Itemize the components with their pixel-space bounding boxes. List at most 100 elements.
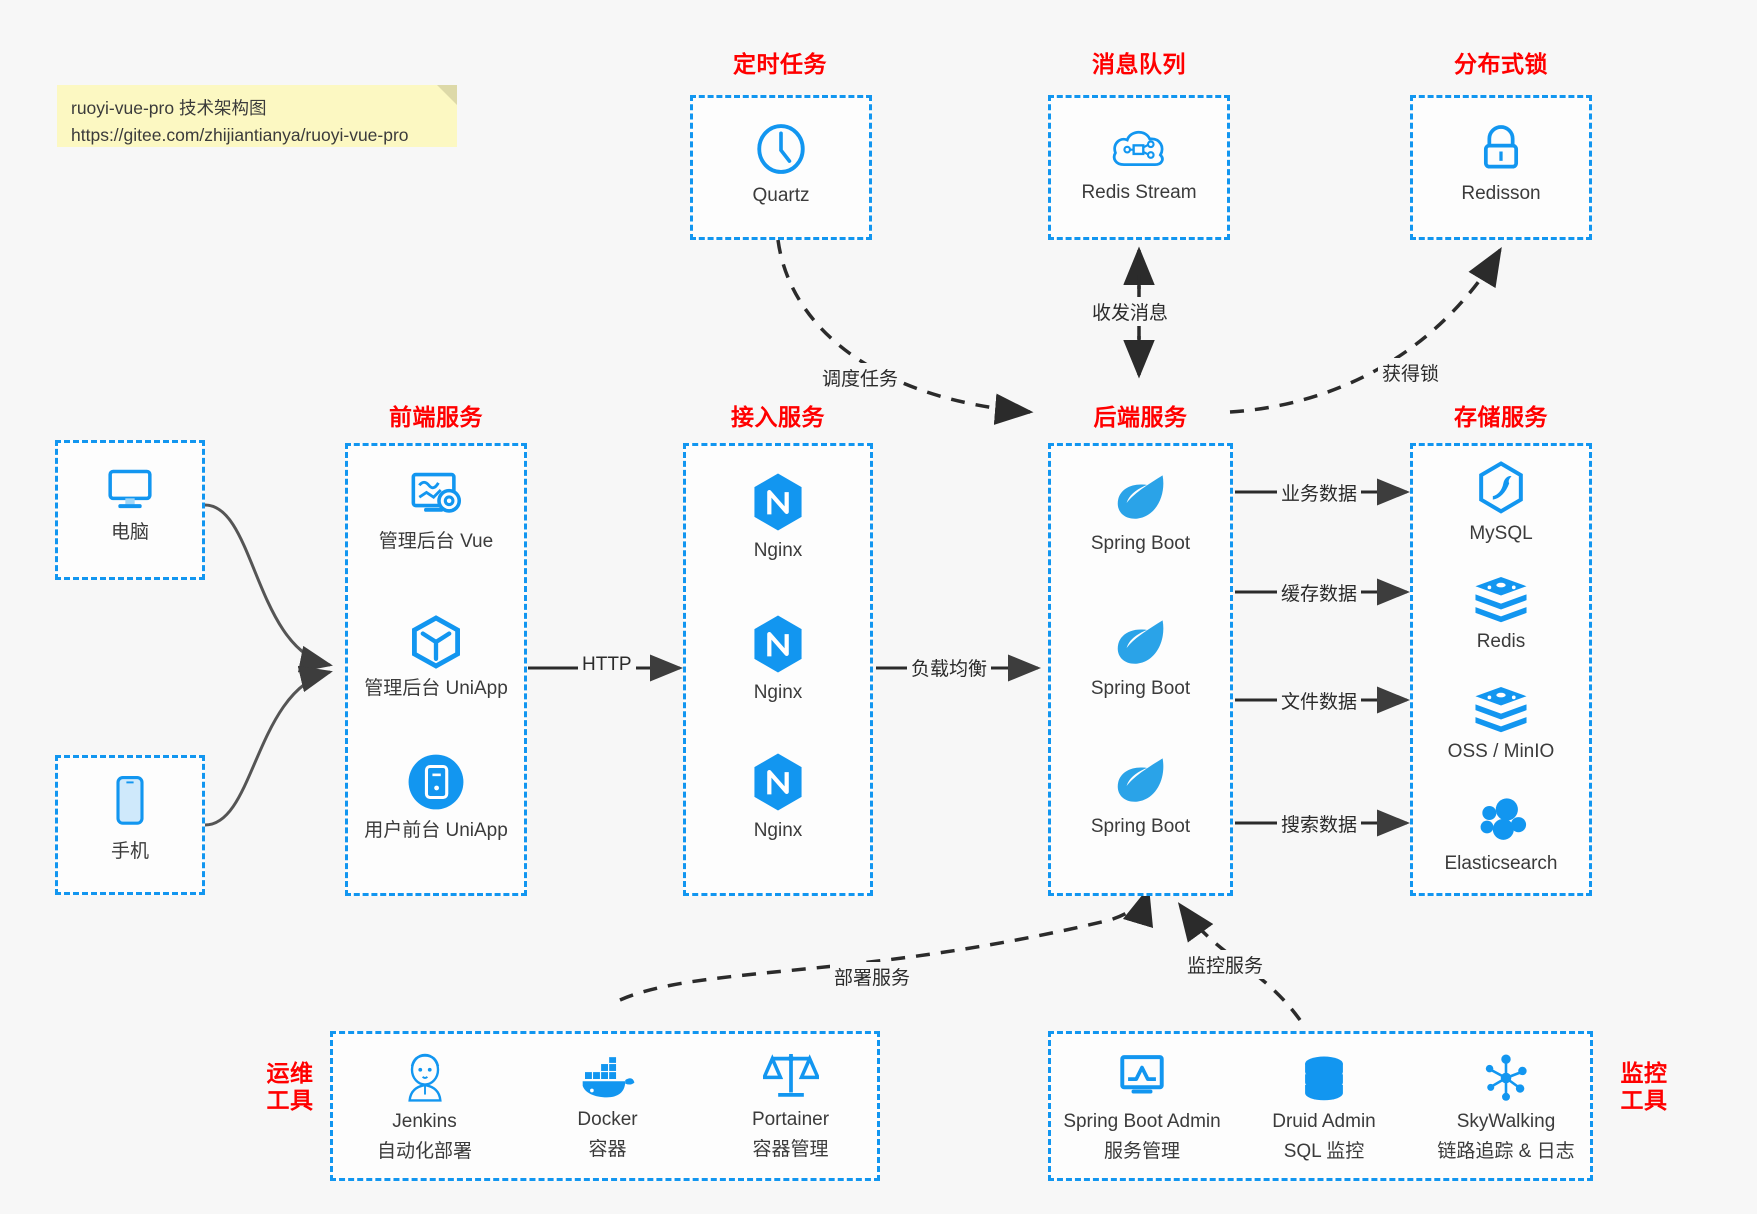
node-docker[interactable]: Docker 容器: [516, 1056, 699, 1162]
desktop-icon: [108, 469, 152, 509]
section-title-message-queue: 消息队列: [1092, 51, 1186, 77]
node-label: OSS / MinIO: [1447, 741, 1555, 762]
mysql-icon: [1479, 461, 1523, 514]
node-portainer[interactable]: Portainer 容器管理: [699, 1048, 882, 1162]
node-label: Spring Boot Admin: [1063, 1111, 1221, 1132]
edge-label-file-data: 文件数据: [1277, 686, 1362, 715]
node-spring-boot-3[interactable]: Spring Boot: [1051, 751, 1230, 839]
redis-icon: [1475, 576, 1527, 623]
node-nginx-2[interactable]: Nginx: [686, 613, 870, 705]
node-phone[interactable]: 手机: [58, 774, 202, 864]
node-label: Redisson: [1461, 183, 1541, 204]
box-message-queue: Redis Stream: [1048, 95, 1230, 240]
devops-title-line-2: 工具: [266, 1087, 314, 1114]
node-desktop[interactable]: 电脑: [58, 463, 202, 545]
node-sublabel: SQL 监控: [1283, 1140, 1365, 1162]
phone-icon: [116, 776, 144, 825]
node-label: Jenkins: [392, 1111, 457, 1132]
edge-label-business-data: 业务数据: [1277, 478, 1362, 507]
box-storage: MySQL Redis OSS / MinIO: [1410, 443, 1592, 896]
node-label: Spring Boot: [1090, 816, 1191, 837]
node-user-uniapp[interactable]: 用户前台 UniApp: [348, 751, 524, 843]
edge-label-cache-data: 缓存数据: [1277, 578, 1362, 607]
node-label: Druid Admin: [1272, 1111, 1376, 1132]
section-title-monitoring: 监控 工具: [1606, 1060, 1682, 1114]
node-redis-stream[interactable]: Redis Stream: [1051, 120, 1227, 205]
node-elasticsearch[interactable]: Elasticsearch: [1413, 794, 1589, 876]
edge-label-deploy-service: 部署服务: [830, 962, 915, 991]
mobile-circle-icon: [408, 754, 464, 810]
node-spring-boot-1[interactable]: Spring Boot: [1051, 468, 1230, 556]
node-label: 手机: [110, 841, 149, 862]
node-nginx-3[interactable]: Nginx: [686, 751, 870, 843]
spring-leaf-icon: [1117, 620, 1163, 664]
monitoring-title-line-2: 工具: [1620, 1087, 1668, 1114]
edge-label-http: HTTP: [578, 653, 636, 677]
node-admin-vue[interactable]: 管理后台 Vue: [348, 468, 524, 554]
note-fold-corner: [437, 85, 457, 105]
section-title-devops: 运维 工具: [252, 1060, 328, 1114]
node-label: SkyWalking: [1456, 1111, 1556, 1132]
node-redisson[interactable]: Redisson: [1413, 120, 1589, 206]
box-client-desktop: 电脑: [55, 440, 205, 580]
section-title-scheduled-task: 定时任务: [733, 51, 827, 77]
nginx-icon: [754, 753, 802, 811]
node-label: 管理后台 UniApp: [364, 678, 508, 699]
node-spring-boot-admin[interactable]: Spring Boot Admin 服务管理: [1051, 1052, 1233, 1164]
note-line-1: ruoyi-vue-pro 技术架构图: [71, 98, 267, 118]
node-label: Nginx: [753, 820, 803, 841]
cloud-stream-icon: [1112, 130, 1164, 167]
section-title-distributed-lock: 分布式锁: [1454, 51, 1548, 77]
edge-label-monitor-service: 监控服务: [1183, 950, 1268, 979]
box-gateway: Nginx Nginx Nginx: [683, 443, 873, 896]
node-label: MySQL: [1469, 523, 1533, 544]
edge-label-search-data: 搜索数据: [1277, 809, 1362, 838]
node-label: 用户前台 UniApp: [364, 820, 508, 841]
note-line-2: https://gitee.com/zhijiantianya/ruoyi-vu…: [71, 125, 409, 146]
node-nginx-1[interactable]: Nginx: [686, 471, 870, 563]
node-label: 管理后台 Vue: [378, 531, 494, 552]
spring-leaf-icon: [1117, 475, 1163, 519]
edge-label-load-balance: 负载均衡: [907, 653, 992, 682]
node-label: Spring Boot: [1090, 678, 1191, 699]
node-label: Docker: [577, 1109, 638, 1130]
node-sublabel: 链路追踪 & 日志: [1437, 1140, 1575, 1162]
node-quartz[interactable]: Quartz: [693, 120, 869, 208]
node-druid-admin[interactable]: Druid Admin SQL 监控: [1233, 1054, 1415, 1164]
clock-icon: [757, 124, 805, 174]
node-sublabel: 服务管理: [1103, 1140, 1180, 1162]
node-redis[interactable]: Redis: [1413, 574, 1589, 654]
node-mysql[interactable]: MySQL: [1413, 460, 1589, 546]
monitor-chart-icon: [1120, 1055, 1164, 1094]
node-label: Nginx: [753, 682, 803, 703]
edge-label-schedule-task: 调度任务: [818, 363, 903, 392]
section-title-frontend: 前端服务: [389, 404, 483, 430]
oss-icon: [1475, 686, 1527, 733]
node-skywalking[interactable]: SkyWalking 链路追踪 & 日志: [1415, 1052, 1597, 1164]
section-title-gateway: 接入服务: [731, 404, 825, 430]
nginx-icon: [754, 473, 802, 531]
devops-title-line-1: 运维: [266, 1060, 314, 1086]
box-client-phone: 手机: [55, 755, 205, 895]
nginx-icon: [754, 615, 802, 673]
node-spring-boot-2[interactable]: Spring Boot: [1051, 613, 1230, 701]
lock-icon: [1483, 125, 1519, 169]
node-label: 电脑: [110, 522, 149, 543]
box-scheduled-task: Quartz: [690, 95, 872, 240]
diagram-note: ruoyi-vue-pro 技术架构图 https://gitee.com/zh…: [57, 85, 457, 147]
node-jenkins[interactable]: Jenkins 自动化部署: [333, 1052, 516, 1164]
node-sublabel: 容器: [588, 1138, 627, 1160]
database-icon: [1305, 1056, 1343, 1101]
node-oss-minio[interactable]: OSS / MinIO: [1413, 684, 1589, 764]
node-label: Redis: [1476, 631, 1526, 652]
section-title-storage: 存储服务: [1454, 404, 1548, 430]
box-frontend: 管理后台 Vue 管理后台 UniApp 用户前台 UniApp: [345, 443, 527, 896]
node-sublabel: 容器管理: [752, 1138, 829, 1160]
scales-icon: [762, 1054, 819, 1097]
node-admin-uniapp[interactable]: 管理后台 UniApp: [348, 613, 524, 701]
cube-icon: [412, 615, 460, 669]
node-label: Elasticsearch: [1444, 853, 1558, 874]
elasticsearch-icon: [1480, 798, 1527, 840]
box-monitoring: Spring Boot Admin 服务管理 Druid Admin SQL 监…: [1048, 1031, 1593, 1181]
